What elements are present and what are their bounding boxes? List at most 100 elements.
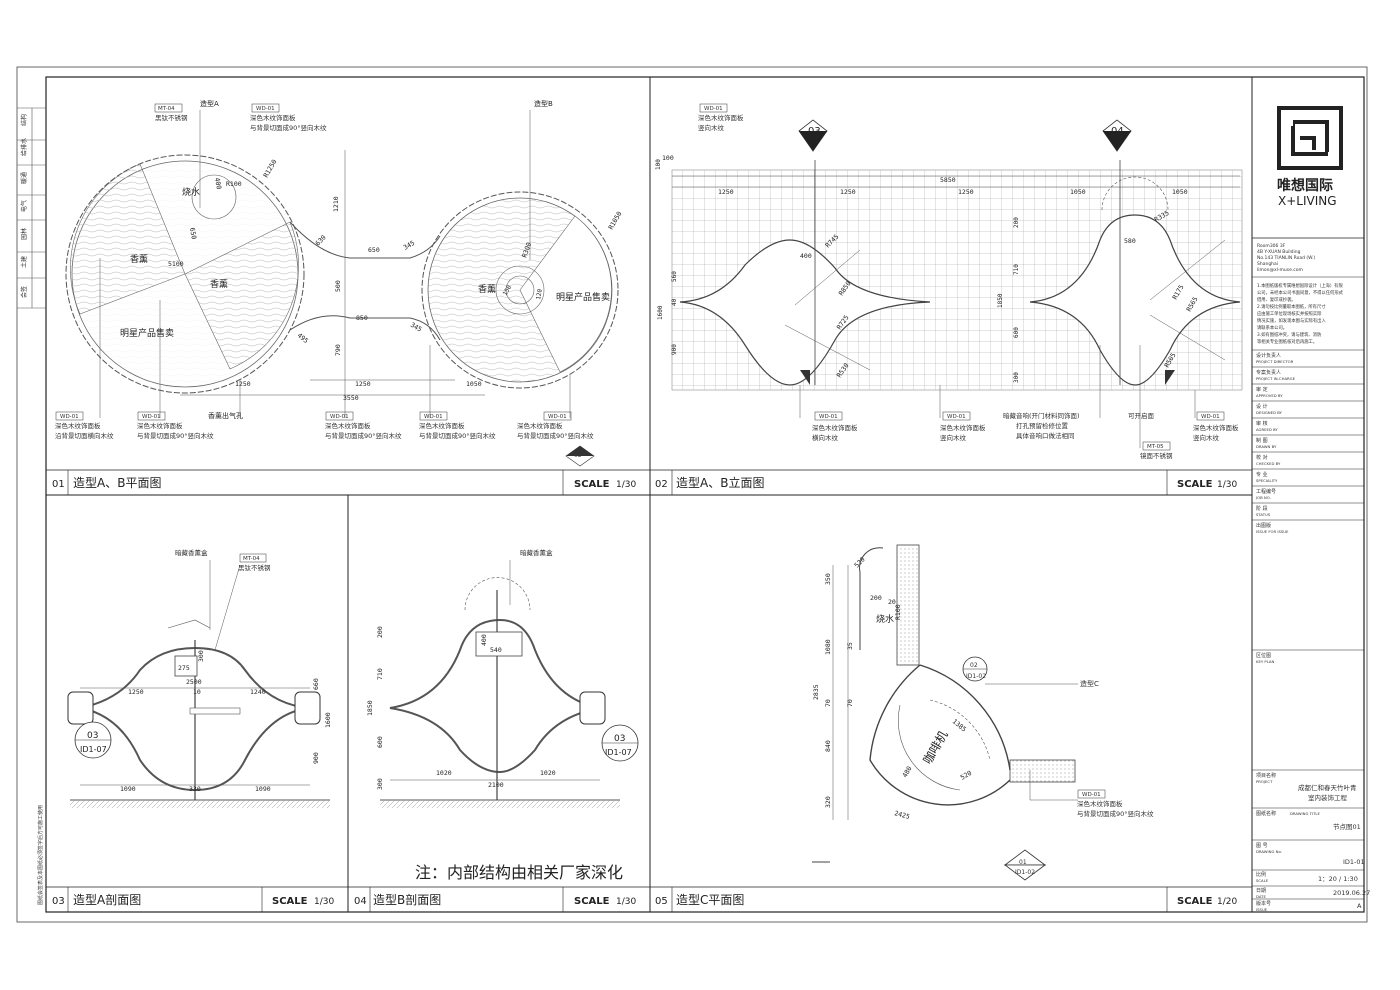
panel-title: 造型A、B平面图 bbox=[73, 476, 161, 490]
svg-text:150: 150 bbox=[502, 284, 514, 297]
svg-text:05: 05 bbox=[655, 896, 668, 907]
margin-label-5: 土建 bbox=[20, 256, 28, 268]
svg-text:03: 03 bbox=[614, 734, 625, 744]
svg-text:制 图: 制 图 bbox=[1256, 437, 1268, 444]
svg-text:1210: 1210 bbox=[332, 196, 340, 212]
svg-text:WD-01: WD-01 bbox=[142, 414, 161, 420]
svg-text:710: 710 bbox=[376, 668, 384, 680]
svg-text:审 核: 审 核 bbox=[1256, 420, 1268, 427]
svg-text:校 对: 校 对 bbox=[1256, 454, 1268, 461]
svg-text:WD-01: WD-01 bbox=[60, 414, 79, 420]
svg-text:与背景切面成90°竖向木纹: 与背景切面成90°竖向木纹 bbox=[325, 431, 402, 440]
svg-text:ID1-07: ID1-07 bbox=[80, 745, 107, 754]
svg-text:与背景切面成90°竖向木纹: 与背景切面成90°竖向木纹 bbox=[517, 431, 594, 440]
svg-text:500: 500 bbox=[334, 280, 342, 292]
svg-text:暗藏香薰盒: 暗藏香薰盒 bbox=[175, 548, 208, 557]
svg-text:660: 660 bbox=[312, 678, 320, 690]
svg-text:R100: R100 bbox=[894, 604, 902, 620]
svg-text:ID1-02: ID1-02 bbox=[1015, 869, 1035, 876]
svg-text:400: 400 bbox=[213, 177, 223, 190]
svg-text:850: 850 bbox=[356, 314, 368, 322]
svg-text:400: 400 bbox=[800, 252, 812, 260]
svg-text:5100: 5100 bbox=[168, 260, 184, 268]
svg-text:审 定: 审 定 bbox=[1256, 386, 1268, 393]
svg-text:840: 840 bbox=[824, 740, 832, 752]
svg-text:900: 900 bbox=[671, 344, 678, 355]
svg-text:设 计: 设 计 bbox=[1256, 403, 1268, 410]
svg-text:R1050: R1050 bbox=[607, 210, 624, 231]
svg-text:710: 710 bbox=[1013, 264, 1020, 275]
svg-text:01: 01 bbox=[1019, 859, 1027, 866]
svg-text:200: 200 bbox=[376, 626, 384, 638]
svg-text:35: 35 bbox=[846, 642, 854, 650]
svg-text:出图版: 出图版 bbox=[1256, 522, 1271, 529]
svg-text:明星产品售卖: 明星产品售卖 bbox=[556, 291, 610, 303]
elevation-02-drawing: 03 04 WD-01 深色木纹饰面板 竖向木纹 1250 1250 1250 … bbox=[655, 103, 1243, 460]
svg-text:40: 40 bbox=[671, 298, 678, 306]
svg-text:WD-01: WD-01 bbox=[548, 414, 567, 420]
svg-text:WD-01: WD-01 bbox=[330, 414, 349, 420]
svg-text:比例: 比例 bbox=[1256, 871, 1266, 878]
svg-text:1250: 1250 bbox=[355, 380, 371, 388]
svg-text:100: 100 bbox=[662, 154, 674, 162]
svg-text:1250: 1250 bbox=[128, 688, 144, 696]
svg-text:790: 790 bbox=[334, 344, 342, 356]
svg-text:02: 02 bbox=[970, 662, 978, 669]
svg-text:R100: R100 bbox=[226, 180, 242, 188]
svg-text:2425: 2425 bbox=[893, 809, 910, 821]
svg-text:应由施工单位现场核实并按照实际: 应由施工单位现场核实并按照实际 bbox=[1257, 310, 1322, 317]
svg-text:300: 300 bbox=[1013, 372, 1020, 383]
svg-text:等相关专业图纸核对后再施工。: 等相关专业图纸核对后再施工。 bbox=[1257, 338, 1317, 345]
svg-text:No.143 TIANLIN Road (W.): No.143 TIANLIN Road (W.) bbox=[1257, 255, 1315, 261]
svg-text:APPROVED BY: APPROVED BY bbox=[1256, 393, 1283, 398]
svg-text:SCALE: SCALE bbox=[574, 896, 610, 907]
svg-text:1250: 1250 bbox=[958, 188, 974, 196]
svg-text:借用、复印或抄袭。: 借用、复印或抄袭。 bbox=[1257, 296, 1296, 303]
svg-text:打孔预留检修位置: 打孔预留检修位置 bbox=[1016, 421, 1069, 430]
plan-05-drawing: 02 ID1-02 01 ID1-02 烧水 造型C 咖啡机 WD-01 深色木… bbox=[812, 544, 1154, 881]
svg-text:70: 70 bbox=[824, 699, 832, 707]
svg-text:咖啡机: 咖啡机 bbox=[920, 728, 951, 767]
svg-text:具体音响口做法相同: 具体音响口做法相同 bbox=[1016, 431, 1075, 440]
svg-text:专案负责人: 专案负责人 bbox=[1256, 369, 1281, 376]
svg-text:600: 600 bbox=[376, 736, 384, 748]
svg-text:AGREED BY: AGREED BY bbox=[1256, 427, 1278, 432]
svg-text:1/30: 1/30 bbox=[314, 897, 334, 907]
svg-text:520: 520 bbox=[959, 769, 973, 782]
svg-text:1850: 1850 bbox=[366, 700, 374, 716]
svg-text:版本号: 版本号 bbox=[1256, 900, 1271, 907]
svg-text:ISSUE: ISSUE bbox=[1256, 907, 1268, 912]
svg-text:WD-01: WD-01 bbox=[256, 106, 275, 112]
svg-text:900: 900 bbox=[312, 752, 320, 764]
svg-text:1080: 1080 bbox=[824, 639, 832, 655]
svg-text:320: 320 bbox=[824, 796, 832, 808]
svg-text:ID1-02: ID1-02 bbox=[966, 673, 986, 680]
elev-marker-04: 04 bbox=[1111, 126, 1124, 137]
svg-text:项目名称: 项目名称 bbox=[1256, 772, 1276, 779]
svg-text:区位图: 区位图 bbox=[1256, 652, 1271, 659]
svg-text:20: 20 bbox=[888, 598, 896, 606]
elev-marker-03: 03 bbox=[808, 126, 821, 137]
svg-text:WD-01: WD-01 bbox=[1082, 792, 1101, 798]
svg-text:1/30: 1/30 bbox=[616, 897, 636, 907]
scale-label: SCALE bbox=[574, 479, 610, 490]
panel-title-02: 02 造型A、B立面图 SCALE 1/30 bbox=[650, 469, 1252, 495]
svg-text:650: 650 bbox=[188, 227, 198, 240]
svg-text:03: 03 bbox=[87, 731, 98, 741]
svg-text:1020: 1020 bbox=[436, 769, 452, 777]
structure-note: 注：内部结构由相关厂家深化 bbox=[415, 863, 623, 882]
svg-text:图 号: 图 号 bbox=[1256, 843, 1268, 849]
svg-text:1250: 1250 bbox=[235, 380, 251, 388]
svg-text:工程编号: 工程编号 bbox=[1256, 488, 1276, 495]
svg-text:300: 300 bbox=[197, 650, 205, 662]
svg-text:竖向木纹: 竖向木纹 bbox=[1193, 433, 1220, 442]
svg-text:WD-01: WD-01 bbox=[704, 106, 723, 112]
svg-text:345: 345 bbox=[402, 239, 416, 252]
svg-text:深色木纹饰面板: 深色木纹饰面板 bbox=[325, 421, 371, 430]
svg-text:200: 200 bbox=[1013, 217, 1020, 228]
margin-label-1: 给排水 bbox=[20, 138, 28, 156]
svg-text:WD-01: WD-01 bbox=[947, 414, 966, 420]
panel-title-05: 05 造型C平面图 SCALE 1/20 bbox=[650, 886, 1252, 912]
svg-text:明星产品售卖: 明星产品售卖 bbox=[120, 327, 174, 339]
